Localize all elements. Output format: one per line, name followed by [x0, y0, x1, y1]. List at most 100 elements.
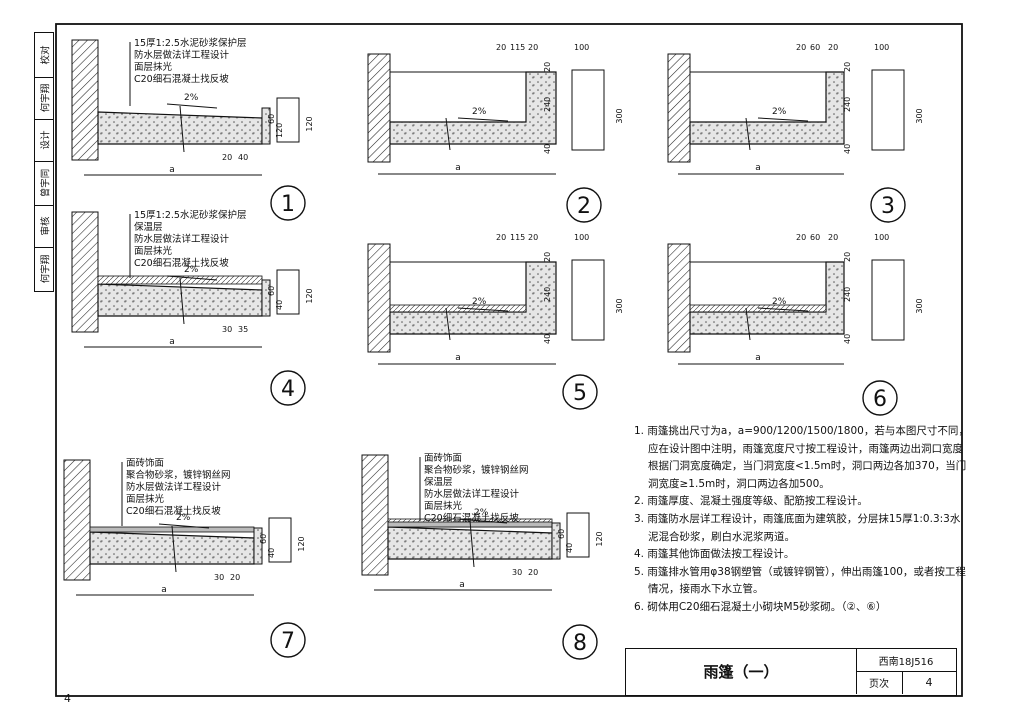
dimension-label: 60	[267, 286, 276, 296]
dimension-label: a	[755, 163, 761, 173]
drawing-title: 雨篷（一）	[626, 649, 857, 694]
wall-hatch	[63, 459, 91, 581]
dimension-label: a	[455, 163, 461, 173]
canopy-void	[389, 71, 527, 123]
stamp-cell: 校对	[35, 33, 53, 78]
title-block: 雨篷（一） 西南18J516 页次 4	[625, 648, 957, 696]
dimension-label: 20	[230, 573, 240, 582]
slope-arrow	[166, 275, 218, 281]
slope-label: 2%	[184, 265, 199, 275]
break-line	[179, 105, 185, 153]
break-line	[745, 307, 751, 341]
break-line	[469, 520, 475, 568]
wall-hatch	[71, 39, 99, 161]
layer-callout: 聚合物砂浆，镀锌钢丝网	[424, 464, 529, 476]
dimension-label: 60	[259, 534, 268, 544]
note-item: 3. 雨篷防水层详工程设计，雨篷底面为建筑胶，分层抹15厚1:0.3:3水泥混合…	[634, 512, 961, 543]
detail-number-circle	[870, 187, 906, 223]
review-stamp: 校对 何宇翔 设计 曾宇同 审核 何宇翔	[34, 32, 54, 292]
stamp-cell: 设计	[35, 119, 53, 162]
dimension-label: 60	[810, 233, 820, 242]
dimension-label: 100	[874, 43, 889, 52]
dimension-label: 20	[843, 252, 852, 262]
canopy-void	[689, 71, 827, 123]
dimension-label: 20	[796, 233, 806, 242]
dimension-label: a	[169, 337, 175, 347]
dimension-label: 20	[796, 43, 806, 52]
dimension-label: 40	[565, 543, 574, 553]
dimension-label: 30	[214, 573, 224, 582]
dimension-label: 240	[543, 287, 552, 302]
detail-number: 3	[881, 194, 895, 219]
layer-callout: 保温层	[424, 476, 453, 488]
note-item: 2. 雨篷厚度、混凝土强度等级、配筋按工程设计。	[634, 495, 868, 508]
dimension-label: 20	[828, 43, 838, 52]
slope-arrow	[166, 103, 218, 109]
detail-number-circle	[270, 622, 306, 658]
break-line	[745, 117, 751, 151]
edge-upstand	[253, 527, 263, 565]
dimension-label: 20	[528, 568, 538, 577]
layer-callout: C20细石混凝土找反坡	[134, 257, 229, 269]
dimension-label: 20	[496, 233, 506, 242]
dimension-label: 30	[222, 325, 232, 334]
dimension-label: 20	[843, 62, 852, 72]
dimension-label: 40	[843, 334, 852, 344]
wall-thickness-box	[566, 512, 590, 558]
detail-4: 2%15厚1:2.5水泥砂浆保护层保温层防水层做法详工程设计面层抹光C20细石混…	[71, 209, 314, 406]
dimension-label: 300	[615, 298, 624, 313]
dimension-label: 240	[843, 97, 852, 112]
canopy-slab	[689, 261, 845, 335]
slope-arrow	[457, 117, 509, 122]
detail-1: 2%15厚1:2.5水泥砂浆保护层防水层做法详工程设计面层抹光C20细石混凝土找…	[71, 37, 314, 221]
slope-label: 2%	[474, 508, 489, 518]
dimension-label: 40	[238, 153, 248, 162]
stamp-cell: 何宇翔	[40, 254, 52, 284]
wall-hatch	[71, 211, 99, 333]
detail-8: 2%面砖饰面聚合物砂浆，镀锌钢丝网保温层防水层做法详工程设计面层抹光C20细石混…	[361, 452, 604, 660]
wall-hatch	[367, 53, 391, 163]
dimension-label: 115	[510, 43, 525, 52]
wall-thickness-box	[571, 69, 605, 151]
layer-callout: 面层抹光	[134, 61, 173, 73]
edge-upstand	[551, 522, 561, 560]
wall-thickness-box	[871, 69, 905, 151]
dimension-label: 120	[595, 531, 604, 546]
layer-callout: C20细石混凝土找反坡	[424, 512, 519, 524]
dimension-label: 20	[543, 62, 552, 72]
layer-callout: C20细石混凝土找反坡	[134, 73, 229, 85]
break-line	[445, 307, 451, 341]
detail-number: 8	[573, 631, 587, 656]
dimension-label: 20	[528, 233, 538, 242]
wall-thickness-box	[571, 259, 605, 341]
dimension-label: 20	[496, 43, 506, 52]
detail-number-circle	[270, 370, 306, 406]
dimension-label: 240	[543, 97, 552, 112]
dimension-label: 300	[915, 108, 924, 123]
layer-callout: 面层抹光	[424, 500, 463, 512]
dimension-label: a	[161, 585, 167, 595]
dimension-label: 40	[267, 548, 276, 558]
dimension-label: 300	[615, 108, 624, 123]
wall-thickness-box	[276, 269, 300, 315]
detail-number: 4	[281, 377, 295, 402]
dimension-label: a	[755, 353, 761, 363]
dimension-label: 240	[843, 287, 852, 302]
dimension-label: a	[455, 353, 461, 363]
page-label: 页次	[856, 671, 903, 694]
dimension-label: 60	[810, 43, 820, 52]
dimension-label: a	[169, 165, 175, 175]
layer-callout: 防水层做法详工程设计	[134, 49, 230, 61]
dimension-label: 120	[297, 536, 306, 551]
wall-hatch	[667, 243, 691, 353]
dimension-label: 120	[275, 123, 284, 138]
detail-number: 1	[281, 192, 295, 217]
dimension-label: 20	[222, 153, 232, 162]
dimension-label: 40	[543, 334, 552, 344]
dimension-label: 100	[574, 233, 589, 242]
dimension-label: 30	[512, 568, 522, 577]
details-layer: 2%15厚1:2.5水泥砂浆保护层防水层做法详工程设计面层抹光C20细石混凝土找…	[63, 37, 924, 660]
slope-arrow	[757, 117, 809, 122]
detail-number-circle	[270, 185, 306, 221]
